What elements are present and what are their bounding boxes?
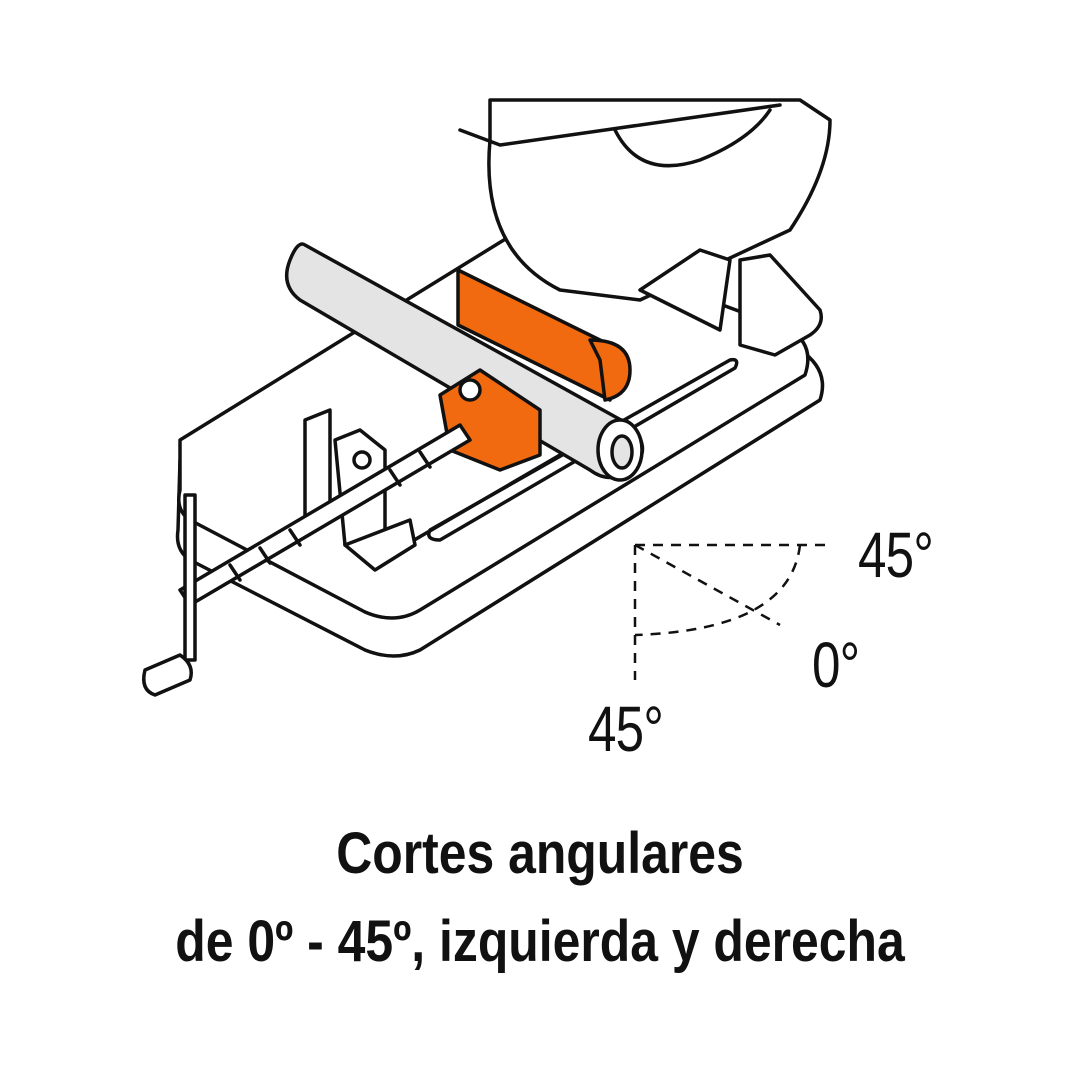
vise-fence-pivot <box>588 338 632 402</box>
base-slot <box>427 357 739 542</box>
caption-line-1: Cortes angulares <box>336 821 744 886</box>
screw-threads <box>228 450 432 582</box>
crank-handle <box>183 493 197 662</box>
vise-block <box>343 518 417 572</box>
angle-label-45-left: 45° <box>588 693 664 765</box>
blade-guard <box>487 98 832 302</box>
motor-bracket <box>638 248 732 332</box>
caption-line-2: de 0º - 45º, izquierda y derecha <box>175 909 905 974</box>
blade-guard-top <box>458 103 782 147</box>
angle-arc <box>634 544 802 637</box>
clamp-bolt <box>458 378 482 402</box>
blade-hub <box>613 108 772 168</box>
pipe-bore <box>610 434 634 470</box>
crank-grip <box>142 653 193 697</box>
fence-post <box>738 253 823 357</box>
angle-guide-0 <box>634 543 781 627</box>
angle-label-45-right: 45° <box>858 519 934 591</box>
jaw-hole <box>352 450 372 470</box>
angle-label-0: 0° <box>812 629 860 701</box>
